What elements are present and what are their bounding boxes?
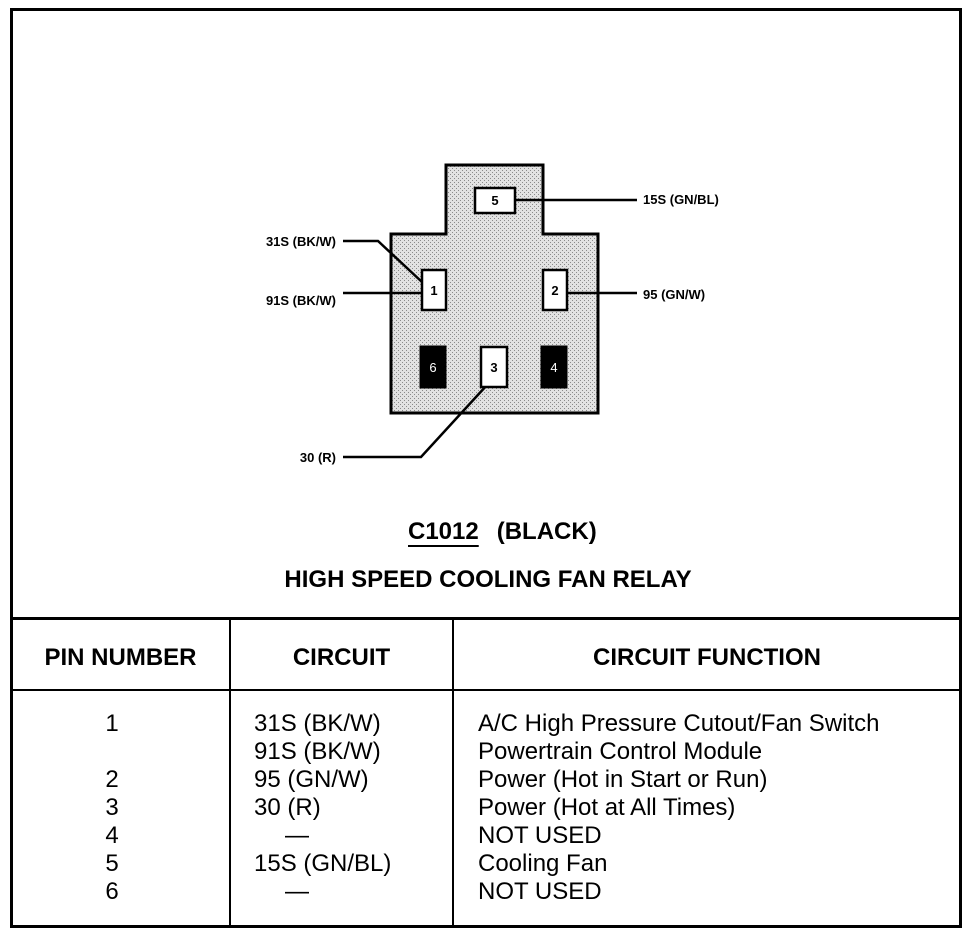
pin-cell: 4 [105, 822, 119, 849]
circuit-cell: — [285, 878, 309, 905]
pin-4: 4 [540, 345, 568, 389]
wire-label-91s: 91S (BK/W) [266, 293, 336, 308]
svg-text:1: 1 [430, 283, 437, 298]
pin-3: 3 [479, 345, 509, 389]
page-frame [10, 8, 962, 928]
pin-1: 1 [420, 268, 448, 312]
table-column-divider [452, 619, 454, 928]
connector-color: (BLACK) [496, 518, 597, 545]
function-cell: Power (Hot in Start or Run) [478, 766, 768, 793]
svg-text:4: 4 [550, 360, 557, 375]
connector-title: HIGH SPEED COOLING FAN RELAY [284, 566, 692, 593]
circuit-cell: 31S (BK/W) [254, 710, 381, 737]
svg-text:5: 5 [491, 193, 498, 208]
wire-label-95: 95 (GN/W) [643, 287, 705, 302]
pin-6: 6 [419, 345, 447, 389]
function-cell: A/C High Pressure Cutout/Fan Switch [478, 710, 880, 737]
svg-text:2: 2 [551, 283, 558, 298]
pin-cell: 3 [105, 794, 119, 821]
function-cell: NOT USED [478, 878, 602, 905]
circuit-cell: — [285, 822, 309, 849]
circuit-cell: 30 (R) [254, 794, 321, 821]
svg-text:6: 6 [429, 360, 436, 375]
wire-label-15s: 15S (GN/BL) [643, 192, 719, 207]
circuit-cell: 15S (GN/BL) [254, 850, 392, 877]
pin-cell: 6 [105, 878, 119, 905]
table-header-divider [10, 689, 962, 691]
connector-code: C1012 [408, 518, 479, 545]
pin-cell: 1 [105, 710, 119, 737]
pin-cell: 5 [105, 850, 119, 877]
table-top-border [10, 617, 962, 620]
pin-5: 5 [473, 186, 517, 215]
function-cell: Cooling Fan [478, 850, 608, 877]
connector-id-heading: C1012 (BLACK) [408, 518, 597, 546]
table-column-divider [229, 619, 231, 928]
circuit-cell: 91S (BK/W) [254, 738, 381, 765]
wire-30-line [343, 384, 488, 459]
header-circuit: CIRCUIT [292, 644, 391, 671]
pin-cell: 2 [105, 766, 119, 793]
function-cell: Powertrain Control Module [478, 738, 763, 765]
svg-text:3: 3 [490, 360, 497, 375]
pin-2: 2 [541, 268, 569, 312]
function-cell: NOT USED [478, 822, 602, 849]
header-circuit-function: CIRCUIT FUNCTION [593, 644, 821, 671]
function-cell: Power (Hot at All Times) [478, 794, 736, 821]
circuit-cell: 95 (GN/W) [254, 766, 369, 793]
wire-label-31s: 31S (BK/W) [266, 234, 336, 249]
connector-diagram: 5 1 2 6 3 4 15S (GN/BL) 31S (BK/W) 91S (… [266, 163, 719, 465]
header-pin-number: PIN NUMBER [44, 644, 197, 671]
wire-label-30: 30 (R) [300, 450, 336, 465]
wire-31s-line [343, 239, 423, 283]
